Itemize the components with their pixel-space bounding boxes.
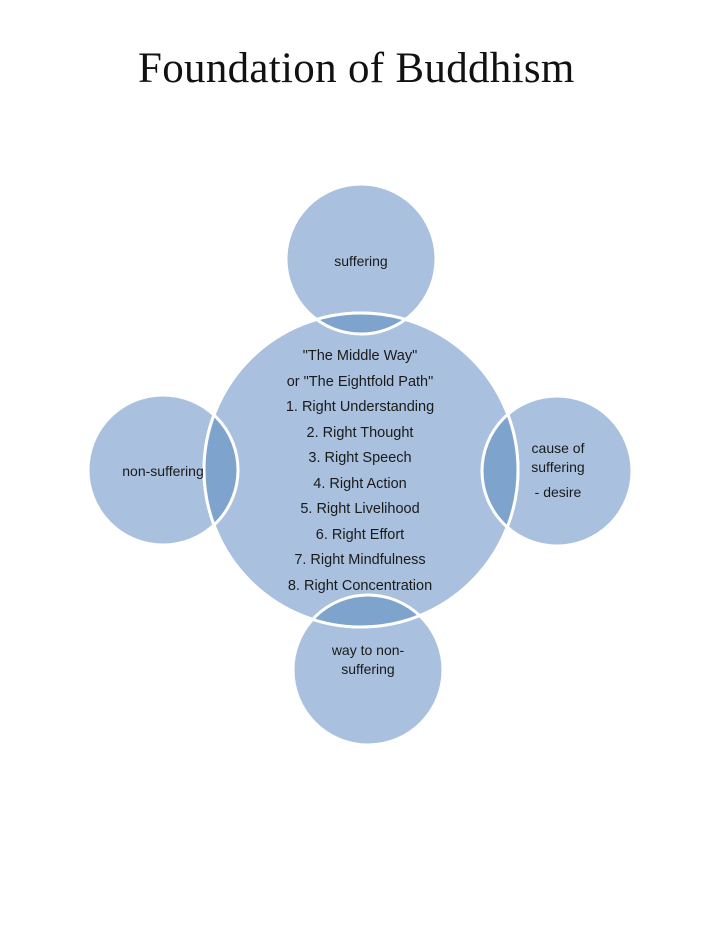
bottom-node-line-1: way to non-: [331, 642, 405, 658]
left-overlap: [204, 393, 240, 547]
page-title: Foundation of Buddhism: [138, 45, 575, 92]
top-overlap: [284, 313, 438, 336]
right-node-label: cause of suffering - desire: [510, 439, 606, 502]
right-node-line-1: cause of: [531, 440, 585, 456]
center-line-10: 8. Right Concentration: [287, 577, 433, 594]
bottom-node-line-2: suffering: [341, 661, 395, 677]
center-line-6: 4. Right Action: [313, 475, 407, 492]
center-node-text: "The Middle Way" or "The Eightfold Path"…: [270, 344, 450, 599]
center-line-8: 6. Right Effort: [315, 526, 405, 543]
top-node-label: suffering: [334, 253, 388, 269]
bottom-overlap: [291, 593, 445, 627]
center-line-4: 2. Right Thought: [306, 424, 414, 441]
center-line-3: 1. Right Understanding: [285, 399, 435, 415]
left-node-label: non-suffering: [122, 463, 204, 479]
center-line-1: "The Middle Way": [302, 348, 418, 364]
center-line-9: 7. Right Mindfulness: [294, 552, 426, 568]
right-node-line-3: - desire: [534, 484, 582, 500]
bottom-node-label: way to non- suffering: [308, 641, 428, 679]
center-circle-outline: [202, 311, 520, 629]
center-line-7: 5. Right Livelihood: [300, 501, 420, 517]
right-node-line-2: suffering: [531, 459, 585, 475]
right-overlap: [480, 394, 518, 548]
center-line-5: 3. Right Speech: [308, 450, 412, 466]
center-line-2: or "The Eightfold Path": [286, 373, 434, 390]
